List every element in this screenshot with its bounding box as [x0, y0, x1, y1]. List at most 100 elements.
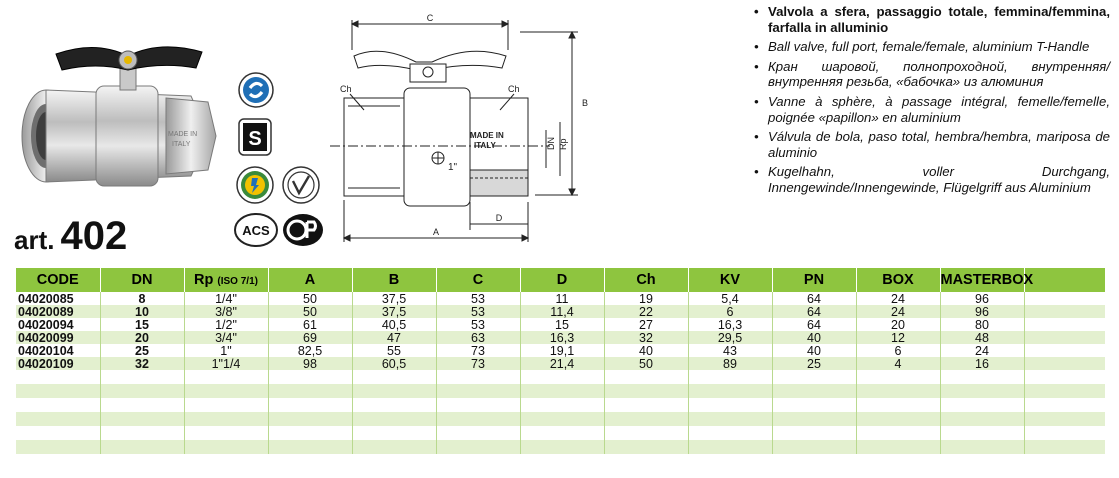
certification-mark-acs: ACS [234, 213, 278, 247]
cell-empty [100, 398, 185, 412]
cell-empty [436, 370, 521, 384]
cell-dn: 32 [100, 357, 185, 370]
header-box: BOX [856, 268, 941, 292]
header-rp: Rp (ISO 7/1) [184, 268, 269, 292]
cell-ch: 50 [604, 357, 689, 370]
cell-empty [940, 398, 1025, 412]
cell-empty [604, 384, 689, 398]
description-italian: Valvola a sfera, passaggio totale, femmi… [754, 4, 1110, 35]
cell-empty [856, 398, 941, 412]
cell-code: 04020085 [16, 292, 101, 305]
description-russian: Кран шаровой, полнопроходной, внутренняя… [754, 59, 1110, 90]
cell-rp: 3/8" [184, 305, 269, 318]
cell-dn: 8 [100, 292, 185, 305]
cell-blank [1024, 292, 1105, 305]
cell-d: 19,1 [520, 344, 605, 357]
cell-b: 55 [352, 344, 437, 357]
cell-kv: 6 [688, 305, 773, 318]
description-german: Kugelhahn, voller Durchgang, Innengewind… [754, 164, 1110, 195]
cell-b: 60,5 [352, 357, 437, 370]
cell-blank [1024, 357, 1105, 370]
cell-dn: 25 [100, 344, 185, 357]
certification-mark-blue [238, 72, 274, 108]
spec-table: CODE DN Rp (ISO 7/1) A B C D Ch KV PN BO… [16, 268, 1105, 454]
cell-empty [772, 412, 857, 426]
cell-a: 69 [268, 331, 353, 344]
cell-c: 73 [436, 357, 521, 370]
cell-empty [436, 440, 521, 454]
cell-empty [520, 412, 605, 426]
table-row-empty [16, 426, 1105, 440]
description-english: Ball valve, full port, female/female, al… [754, 39, 1110, 55]
dim-ch-right-label: Ch [508, 84, 520, 94]
dim-b-label: B [582, 98, 588, 108]
cell-empty [268, 440, 353, 454]
description-spanish: Válvula de bola, paso total, hembra/hemb… [754, 129, 1110, 160]
cell-empty [268, 398, 353, 412]
cell-rp: 1" [184, 344, 269, 357]
cell-empty [268, 370, 353, 384]
cell-empty [520, 370, 605, 384]
cell-d: 11,4 [520, 305, 605, 318]
cell-empty [1024, 412, 1105, 426]
cell-empty [436, 384, 521, 398]
cell-empty [856, 426, 941, 440]
cell-pn: 64 [772, 318, 857, 331]
cell-rp: 1"1/4 [184, 357, 269, 370]
drawing-size-mark: 1" [448, 162, 458, 173]
cell-masterbox: 80 [940, 318, 1025, 331]
cell-empty [604, 426, 689, 440]
cell-box: 24 [856, 292, 941, 305]
cell-pn: 64 [772, 292, 857, 305]
cell-empty [856, 440, 941, 454]
cell-empty [772, 384, 857, 398]
cell-empty [16, 412, 101, 426]
cell-empty [184, 370, 269, 384]
cell-masterbox: 96 [940, 292, 1025, 305]
table-row-empty [16, 398, 1105, 412]
cell-empty [856, 412, 941, 426]
cell-empty [352, 412, 437, 426]
drawing-stamp-line1: MADE IN [470, 131, 504, 140]
cell-masterbox: 16 [940, 357, 1025, 370]
cell-kv: 16,3 [688, 318, 773, 331]
cell-d: 16,3 [520, 331, 605, 344]
cell-code: 04020099 [16, 331, 101, 344]
table-row-empty [16, 412, 1105, 426]
cell-dn: 10 [100, 305, 185, 318]
header-code: CODE [16, 268, 101, 292]
cell-empty [604, 398, 689, 412]
cell-kv: 29,5 [688, 331, 773, 344]
cell-empty [604, 370, 689, 384]
cell-blank [1024, 318, 1105, 331]
header-dn: DN [100, 268, 185, 292]
cell-pn: 25 [772, 357, 857, 370]
cell-d: 11 [520, 292, 605, 305]
cell-empty [16, 426, 101, 440]
table-row-empty [16, 370, 1105, 384]
cell-empty [688, 440, 773, 454]
header-pn: PN [772, 268, 857, 292]
cell-empty [940, 384, 1025, 398]
cell-empty [268, 384, 353, 398]
cell-rp: 1/4" [184, 292, 269, 305]
cell-empty [184, 412, 269, 426]
certification-mark-yellow [236, 166, 274, 204]
header-c: C [436, 268, 521, 292]
cell-empty [688, 384, 773, 398]
cell-rp: 1/2" [184, 318, 269, 331]
header-rp-label: Rp [194, 272, 214, 288]
cell-pn: 40 [772, 331, 857, 344]
cell-empty [604, 412, 689, 426]
header-a: A [268, 268, 353, 292]
cell-empty [688, 398, 773, 412]
cell-empty [100, 370, 185, 384]
cell-c: 53 [436, 305, 521, 318]
cell-kv: 5,4 [688, 292, 773, 305]
cell-empty [688, 426, 773, 440]
